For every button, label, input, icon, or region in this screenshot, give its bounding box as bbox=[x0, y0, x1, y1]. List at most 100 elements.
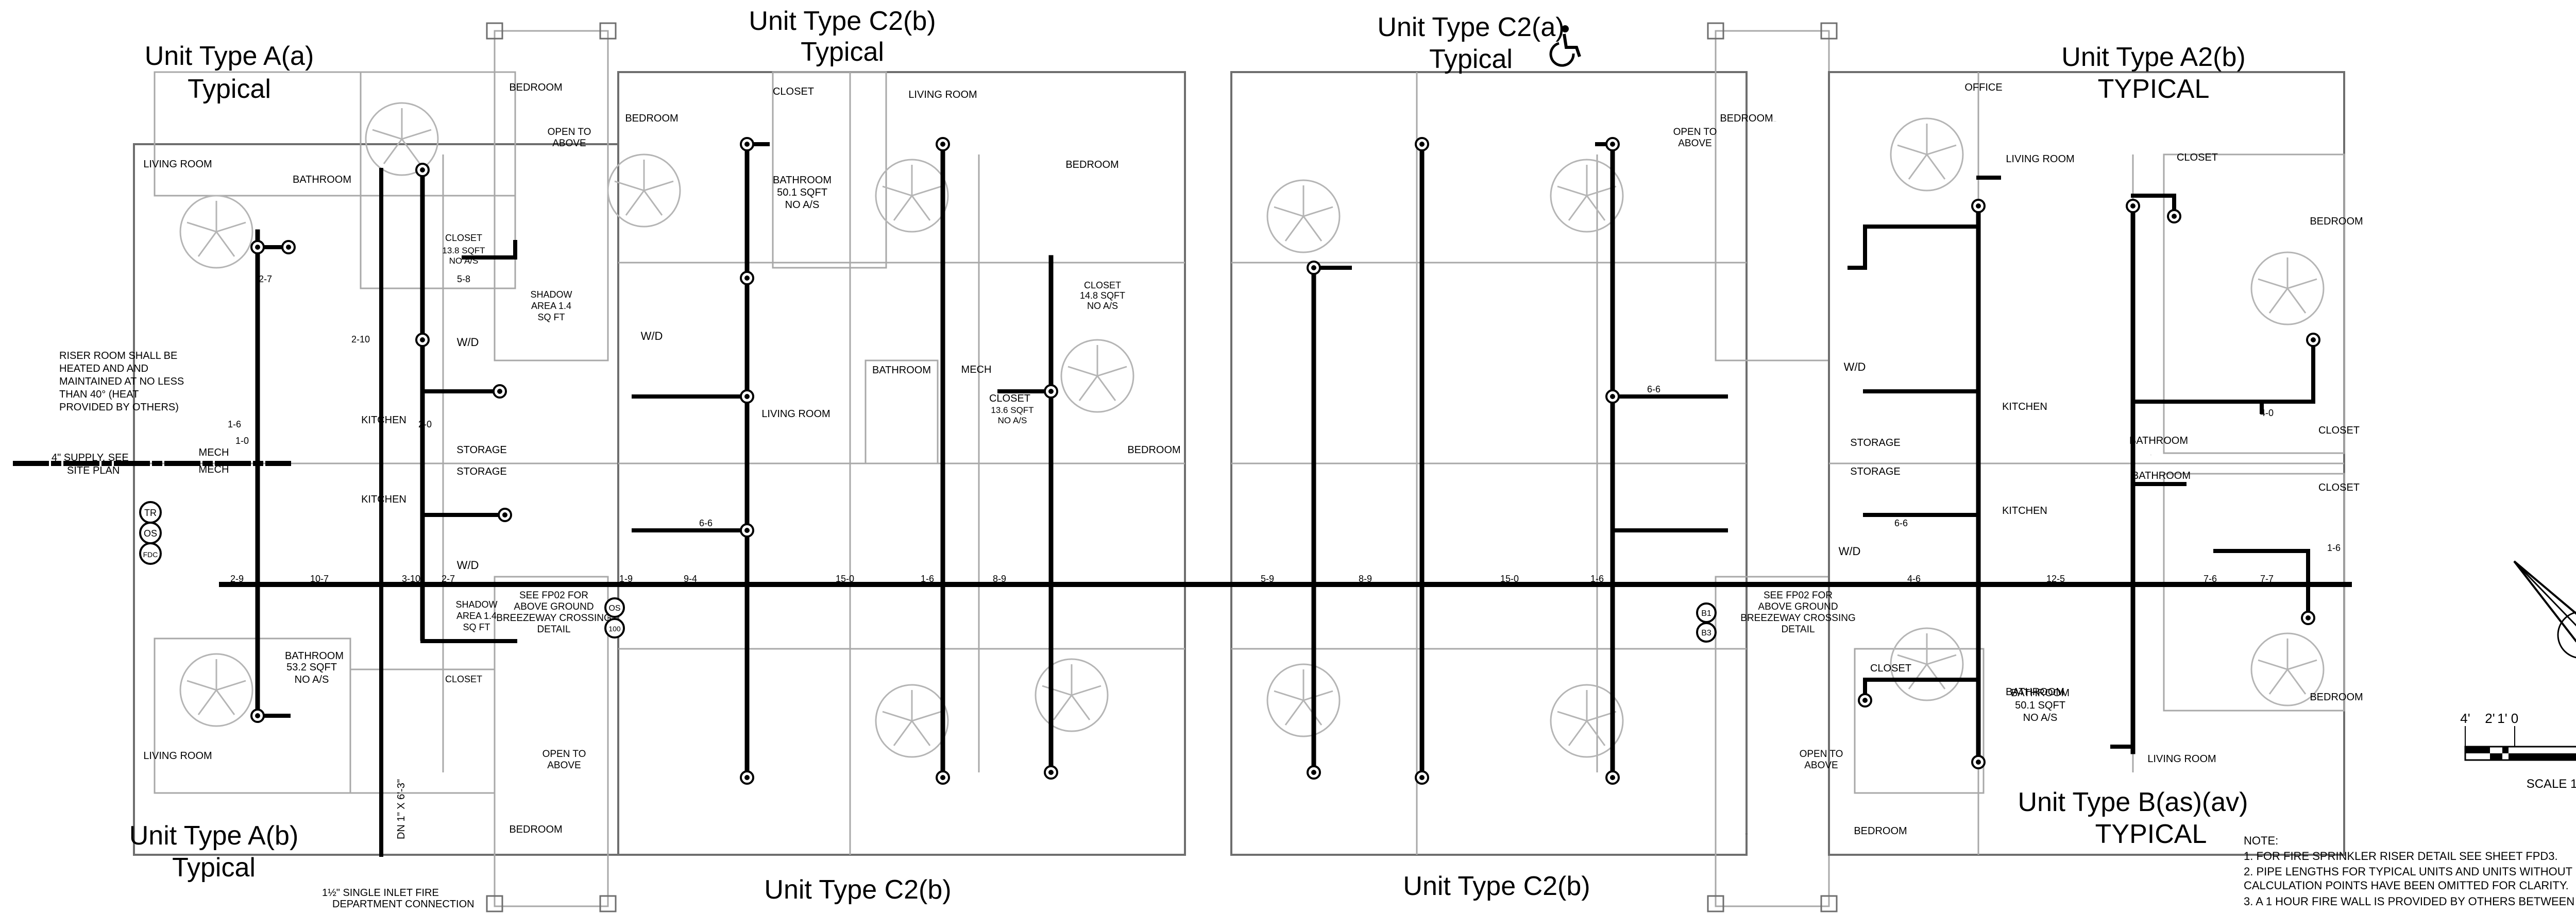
room-label: BATHROOM bbox=[2132, 470, 2191, 481]
room-label: KITCHEN bbox=[2002, 401, 2047, 412]
area-note-line: 53.2 SQFT bbox=[286, 662, 337, 673]
area-note-line: AREA 1.4 bbox=[456, 611, 497, 621]
area-note-line: SHADOW bbox=[531, 289, 572, 300]
ceiling-fan-icon bbox=[1550, 159, 1624, 233]
sprinkler-piping bbox=[13, 142, 2352, 857]
room-label: CLOSET bbox=[1870, 663, 1911, 674]
room-label: BEDROOM bbox=[2310, 692, 2363, 703]
unit-subtitle: Typical bbox=[801, 37, 884, 67]
pipe-length-label: 2-7 bbox=[259, 274, 272, 284]
sprinkler-head-icon bbox=[415, 333, 430, 347]
sprinkler-head-icon bbox=[1307, 765, 1321, 780]
unit-subtitle: TYPICAL bbox=[2098, 74, 2210, 104]
unit-title: Unit Type C2(b) bbox=[749, 6, 936, 36]
area-note-line: SQ FT bbox=[538, 312, 565, 322]
room-label: W/D bbox=[641, 330, 663, 342]
room-label: W/D bbox=[1839, 545, 1861, 558]
riser-tag: B3 bbox=[1701, 629, 1711, 637]
room-label: BEDROOM bbox=[1745, 834, 1748, 835]
area-note-line: NO A/S bbox=[998, 416, 1027, 425]
unit-subtitle: Typical bbox=[188, 74, 271, 104]
riser-tag: FDC bbox=[143, 550, 158, 559]
pipe-length-label: 4-0 bbox=[2260, 408, 2274, 418]
note-item: CALCULATION POINTS HAVE BEEN OMITTED FOR… bbox=[2244, 879, 2569, 892]
room-label: OFFICE bbox=[1964, 82, 2002, 93]
area-note-line: NO A/S bbox=[449, 256, 479, 266]
area-note-line: NO A/S bbox=[295, 674, 329, 685]
room-label: W/D bbox=[457, 559, 479, 572]
supply-note: 4" SUPPLY. SEE bbox=[52, 452, 129, 463]
room-label: BATHROOM bbox=[900, 372, 903, 373]
sprinkler-head-icon bbox=[2306, 333, 2320, 347]
room-label: BATHROOM bbox=[293, 174, 351, 185]
pipe-length-label: 6-6 bbox=[1647, 384, 1660, 394]
unit-title: Unit Type A(b) bbox=[129, 821, 299, 851]
ceiling-fan-icon bbox=[1890, 117, 1964, 192]
scale-tick-label: 1' bbox=[2497, 711, 2507, 726]
pipe-length-label: 3-10 bbox=[402, 574, 420, 584]
room-label: CLOSET bbox=[989, 393, 1030, 404]
sprinkler-head-icon bbox=[1605, 389, 1620, 404]
sprinkler-head-icon bbox=[498, 508, 512, 522]
svg-text:ABOVE: ABOVE bbox=[552, 138, 586, 149]
scale-caption: SCALE 1/8" = 1' bbox=[2527, 777, 2576, 791]
room-label: MECH bbox=[961, 364, 992, 375]
ceiling-fan-icon bbox=[2250, 251, 2325, 325]
room-label: BATHROOM bbox=[2129, 435, 2188, 446]
room-label: BEDROOM bbox=[1127, 444, 1180, 456]
room-label: LIVING ROOM bbox=[908, 89, 977, 100]
room-label: BATHROOM bbox=[872, 365, 931, 376]
pipe-length-label: 10-7 bbox=[310, 574, 329, 584]
unit-title: Unit Type C2(b) bbox=[764, 875, 951, 905]
area-note-line: SHADOW bbox=[456, 599, 498, 610]
scale-tick-label: 4' bbox=[2460, 711, 2470, 726]
sprinkler-head-icon bbox=[1044, 765, 1058, 780]
ceiling-fan-icon bbox=[1890, 627, 1964, 701]
sprinkler-heads bbox=[250, 137, 2320, 785]
svg-text:BREEZEWAY CROSSING: BREEZEWAY CROSSING bbox=[1740, 613, 1855, 624]
unit-title: Unit Type A(a) bbox=[145, 41, 314, 71]
room-label: KITCHEN bbox=[795, 416, 798, 417]
riser-room-note: RISER ROOM SHALL BE bbox=[59, 350, 177, 361]
room-label: LIVING ROOM bbox=[143, 159, 212, 170]
area-note-line: AREA 1.4 bbox=[531, 301, 571, 311]
room-label: LIVING ROOM bbox=[2147, 753, 2216, 765]
riser-tag: OS bbox=[144, 528, 157, 539]
room-label: KITCHEN bbox=[2002, 505, 2047, 516]
sprinkler-head-icon bbox=[740, 137, 754, 151]
svg-text:ABOVE GROUND: ABOVE GROUND bbox=[514, 601, 594, 612]
room-label: STORAGE bbox=[456, 444, 506, 456]
room-label: BEDROOM bbox=[1854, 825, 1907, 837]
pipe-length-label: 2-9 bbox=[230, 574, 244, 584]
unit-titles: Unit Type A(a) Typical Unit Type C2(b) T… bbox=[129, 6, 2248, 905]
riser-tag: OS bbox=[608, 604, 620, 613]
open-to-above-note: OPEN TO bbox=[543, 749, 586, 760]
room-label: W/D bbox=[457, 336, 479, 349]
ceiling-fan-icon bbox=[365, 102, 439, 176]
note-item: 3. A 1 HOUR FIRE WALL IS PROVIDED BY OTH… bbox=[2244, 895, 2576, 908]
sprinkler-head-icon bbox=[740, 271, 754, 285]
sprinkler-head-icon bbox=[1605, 770, 1620, 785]
note-item: 1. FOR FIRE SPRINKLER RISER DETAIL SEE S… bbox=[2244, 850, 2558, 863]
room-label: CLOSET bbox=[2318, 482, 2360, 493]
svg-text:DETAIL: DETAIL bbox=[537, 624, 570, 635]
room-label: CLOSET bbox=[2177, 152, 2218, 163]
area-note-line: NO A/S bbox=[2023, 712, 2058, 723]
ceiling-fans bbox=[179, 102, 2325, 758]
fdc-note: 1½" SINGLE INLET FIRE bbox=[322, 887, 439, 899]
open-to-above-note: OPEN TO bbox=[1673, 127, 1717, 137]
wheelchair-icon bbox=[1549, 25, 1581, 67]
svg-text:ABOVE: ABOVE bbox=[1678, 138, 1711, 149]
open-to-above-note: OPEN TO bbox=[548, 127, 591, 137]
pipe-length-label: 4-6 bbox=[1907, 574, 1921, 584]
sprinkler-head-icon bbox=[936, 770, 950, 785]
room-label: CLOSET bbox=[2318, 425, 2360, 436]
room-label: CLOSET bbox=[773, 86, 814, 97]
room-label: STORAGE bbox=[1850, 466, 1900, 477]
sprinkler-head-icon bbox=[1605, 137, 1620, 151]
pipe-length-label: 8-9 bbox=[993, 574, 1006, 584]
sprinkler-head-icon bbox=[2167, 209, 2181, 223]
north-arrow-icon: N bbox=[2513, 560, 2576, 659]
room-label: BATHROOM bbox=[285, 650, 344, 662]
pipe-length-label: 2-0 bbox=[418, 419, 432, 429]
